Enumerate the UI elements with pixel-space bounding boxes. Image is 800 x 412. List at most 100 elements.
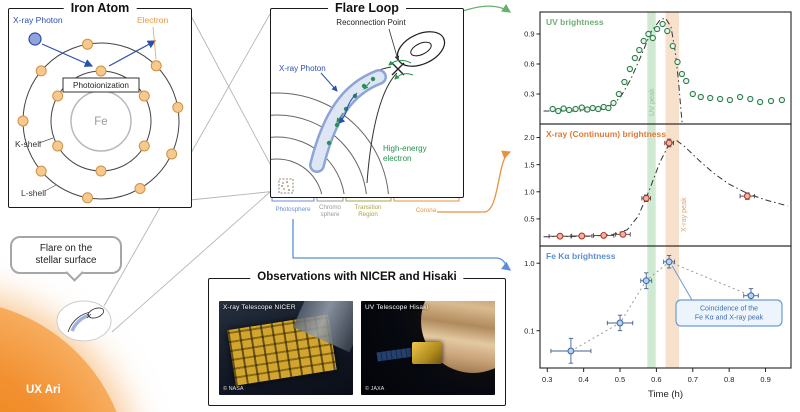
- data-point: [642, 277, 650, 285]
- observations-title: Observations with NICER and Hisaki: [250, 270, 464, 285]
- hisaki-caption: UV Telescope Hisaki: [365, 304, 429, 311]
- data-point: [726, 96, 734, 104]
- data-point: [736, 93, 744, 101]
- iron-atom-region-dots: [281, 181, 290, 191]
- data-point: [549, 105, 556, 113]
- y-tick-label: 2.0: [524, 133, 534, 142]
- observations-panel: Observations with NICER and Hisaki X-ray…: [208, 270, 506, 406]
- peak-band-label: X-ray peak: [679, 197, 688, 232]
- data-point: [689, 90, 696, 98]
- coincidence-callout-box: [675, 299, 783, 327]
- data-point: [697, 93, 704, 101]
- data-point: [565, 106, 573, 114]
- data-point: [584, 106, 591, 113]
- bubble-line-2: stellar surface: [35, 255, 97, 267]
- xray-photon-dot: [28, 32, 42, 46]
- x-tick-label: 0.9: [760, 375, 770, 384]
- electron-motion-arrows: [336, 59, 414, 123]
- xray-photon-label: X-ray Photon: [279, 64, 326, 73]
- data-point: [653, 25, 661, 33]
- iron-atom-panel: Iron Atom Fe Photoionizatio: [8, 0, 192, 208]
- data-point: [707, 94, 714, 102]
- data-point: [600, 231, 608, 239]
- data-point: [631, 54, 639, 62]
- xray-photon-arrow: [338, 92, 358, 124]
- hisaki-photo: UV Telescope Hisaki © JAXA: [361, 301, 495, 395]
- data-point: [642, 194, 650, 202]
- flare-loop-title: Flare Loop: [328, 0, 406, 17]
- model-curve: [543, 17, 683, 124]
- data-point: [560, 105, 567, 112]
- peak-band: [665, 246, 679, 368]
- y-tick-label: 0.9: [524, 30, 534, 39]
- electrons: [17, 38, 184, 204]
- atmosphere-layer-labels: Photosphere Chromo sphere Transition Reg…: [275, 204, 436, 218]
- nicer-credit: © NASA: [223, 386, 244, 392]
- high-energy-electron-label: High-energy: [383, 144, 427, 153]
- xray-brightness-plot-title: X-ray (Continuum) brightness: [546, 129, 666, 139]
- photon-arrow: [41, 43, 94, 67]
- data-point: [743, 192, 751, 200]
- model-curve: [543, 139, 788, 238]
- data-point: [716, 95, 724, 103]
- nucleus-label: Fe: [94, 116, 107, 128]
- data-point: [616, 319, 624, 327]
- data-point: [665, 258, 673, 266]
- data-point: [636, 46, 643, 54]
- hisaki-satellite-body: [411, 342, 442, 365]
- data-point: [556, 232, 564, 240]
- data-point: [778, 96, 786, 104]
- flare-loop-art: Reconnection Point X-ray Photon High-ene…: [164, 18, 446, 318]
- data-point: [610, 99, 617, 107]
- k-shell-pointer: [38, 137, 54, 144]
- y-tick-label: 0.1: [524, 326, 534, 335]
- data-point: [664, 27, 671, 35]
- data-point: [555, 107, 562, 115]
- photoionization-label: Photoionization: [73, 81, 129, 90]
- transition-region-label: Transition: [355, 204, 382, 211]
- data-point: [595, 105, 602, 113]
- data-point: [674, 58, 681, 66]
- coincidence-callout-text: Coincidence of the: [700, 306, 758, 313]
- reconnection-x: [391, 62, 405, 76]
- y-tick-label: 0.3: [524, 90, 534, 99]
- data-point: [621, 78, 628, 86]
- x-tick-label: 0.7: [688, 375, 698, 384]
- peak-band: [665, 124, 679, 246]
- electron-pointer-line: [152, 26, 157, 60]
- x-tick-label: 0.5: [615, 375, 625, 384]
- data-point: [678, 70, 686, 78]
- data-point: [669, 42, 676, 50]
- coincidence-callout-text: Fe Kα and X-ray peak: [695, 315, 764, 322]
- data-point: [659, 20, 666, 28]
- high-energy-electron-label-2: electron: [383, 154, 411, 163]
- peak-band: [665, 12, 679, 124]
- x-tick-label: 0.4: [578, 375, 588, 384]
- y-tick-label: 0.5: [524, 214, 534, 223]
- reconnection-point-label: Reconnection Point: [336, 18, 406, 27]
- data-point: [665, 139, 673, 147]
- chromosphere-label-2: sphere: [321, 211, 340, 218]
- corona-label: Corona: [416, 207, 437, 214]
- data-point: [572, 105, 579, 113]
- feka-brightness-plot-title: Fe Kα brightness: [546, 251, 616, 261]
- flare-loop-panel: Flare Loop Reconnection Po: [164, 0, 464, 318]
- data-point: [640, 37, 647, 45]
- data-point: [589, 104, 596, 112]
- y-tick-label: 1.0: [524, 187, 534, 196]
- peak-band: [647, 12, 656, 124]
- photoionization-box: [62, 77, 140, 93]
- k-shell-label: K-shell: [15, 139, 41, 149]
- zoom-line: [189, 190, 278, 201]
- bubble-line-1: Flare on the: [39, 243, 93, 254]
- x-tick-label: 0.8: [724, 375, 734, 384]
- data-point: [767, 97, 775, 105]
- data-point: [567, 347, 575, 355]
- electron-label: Electron: [137, 15, 168, 25]
- ejected-electron-arrow: [108, 40, 157, 67]
- photosphere-label: Photosphere: [275, 206, 311, 213]
